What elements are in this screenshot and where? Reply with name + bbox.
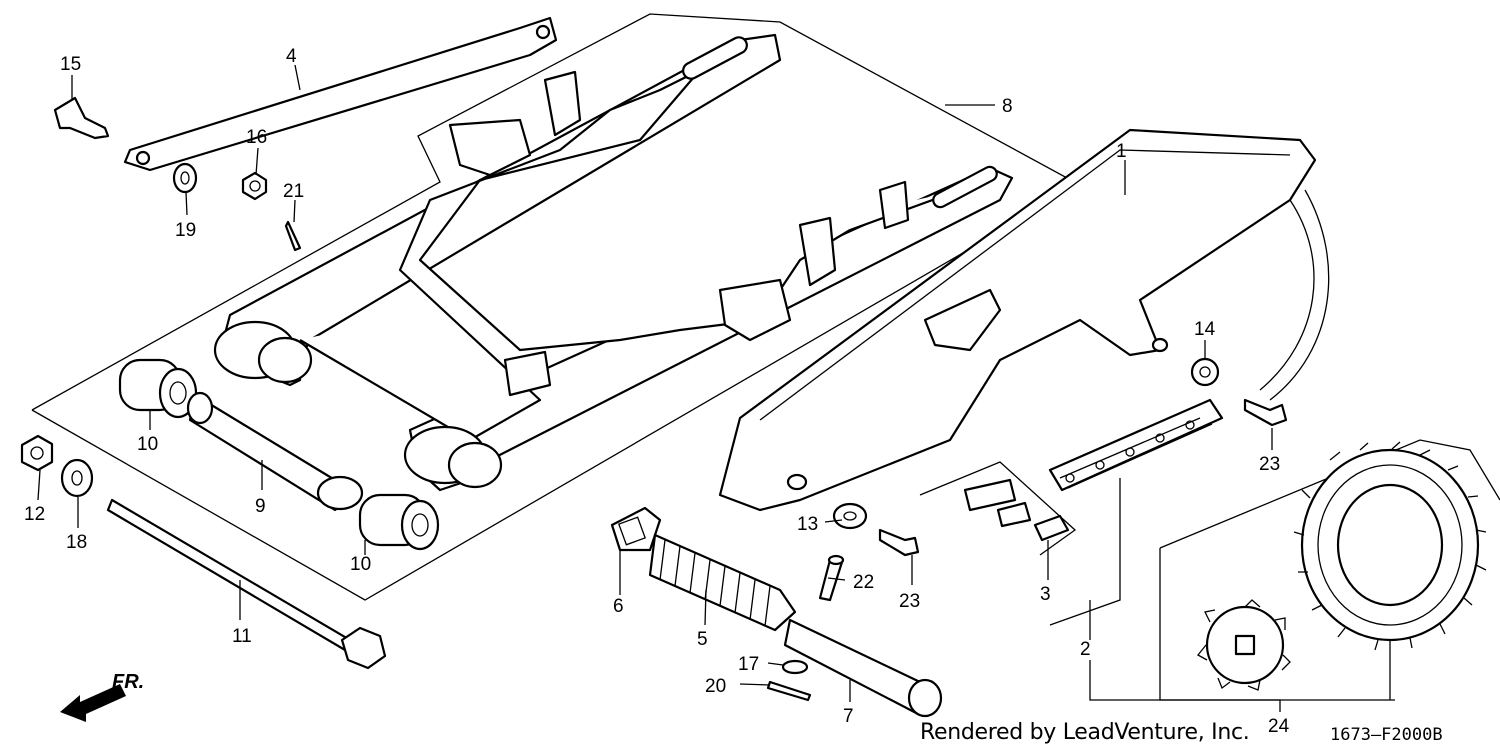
- washer-19: [172, 162, 198, 194]
- callout-8: 8: [1002, 96, 1013, 117]
- torque-rod: [123, 16, 558, 172]
- callout-23-right: 23: [1259, 454, 1280, 475]
- callout-labels: 1 2 3 4 5 6 7 8 9 10 10 11 12 13 14 15 1…: [24, 46, 1290, 737]
- pivot-collar-9: [186, 391, 364, 512]
- callout-15: 15: [60, 54, 81, 75]
- credit-text: Rendered by LeadVenture, Inc.: [920, 720, 1250, 745]
- callout-10-lower: 10: [350, 554, 371, 575]
- tube-7: [783, 618, 943, 718]
- callout-1: 1: [1116, 141, 1127, 162]
- driven-sprocket: [1293, 441, 1487, 651]
- callout-9: 9: [255, 496, 266, 517]
- callout-24: 24: [1268, 716, 1290, 737]
- callout-14: 14: [1194, 319, 1216, 340]
- callout-21: 21: [283, 181, 304, 202]
- chain-case: [718, 128, 1330, 512]
- bolt-15: [53, 96, 110, 140]
- bolt-23-right: [1243, 398, 1288, 427]
- plate-6: [610, 506, 662, 552]
- drive-chain-2: [1048, 398, 1224, 492]
- callout-17: 17: [738, 654, 759, 675]
- callout-7: 7: [843, 706, 854, 727]
- master-link-3: [963, 478, 1070, 542]
- swingarm: [213, 33, 1014, 492]
- leader-lines: [37, 64, 1391, 712]
- bushing-10-lower: [358, 493, 440, 551]
- pivot-bolt-11: [106, 498, 387, 670]
- callout-3: 3: [1040, 584, 1051, 605]
- washer-13: [832, 502, 868, 530]
- callout-2: 2: [1080, 639, 1091, 660]
- cotter-pin-21: [284, 220, 302, 252]
- callout-20: 20: [705, 676, 726, 697]
- bolt-23-left: [878, 528, 920, 557]
- drive-sprocket: [1197, 599, 1291, 691]
- bushing-10-upper: [118, 358, 198, 419]
- callout-6: 6: [613, 596, 624, 617]
- fr-label: FR.: [112, 671, 144, 693]
- callout-12: 12: [24, 504, 45, 525]
- front-direction-arrow: FR.: [60, 671, 144, 722]
- callout-4: 4: [286, 46, 297, 67]
- guard-5: [648, 533, 797, 632]
- collar-14: [1190, 357, 1220, 387]
- callout-10-upper: 10: [137, 434, 158, 455]
- diagram-code: 1673—F2000B: [1330, 725, 1443, 745]
- nut-16: [241, 171, 268, 201]
- group-outline-swingarm: [31, 13, 1082, 601]
- callout-5: 5: [697, 629, 708, 650]
- washer-17: [781, 659, 809, 675]
- cotter-pin-20: [766, 680, 812, 702]
- callout-18: 18: [66, 532, 87, 553]
- callout-22: 22: [853, 572, 874, 593]
- callout-16: 16: [246, 127, 267, 148]
- washer-18: [60, 458, 94, 498]
- nut-12: [20, 434, 54, 472]
- callout-23-left: 23: [899, 591, 920, 612]
- callout-11: 11: [232, 626, 252, 647]
- callout-13: 13: [797, 514, 818, 535]
- pin-22: [818, 554, 845, 602]
- callout-19: 19: [175, 220, 196, 241]
